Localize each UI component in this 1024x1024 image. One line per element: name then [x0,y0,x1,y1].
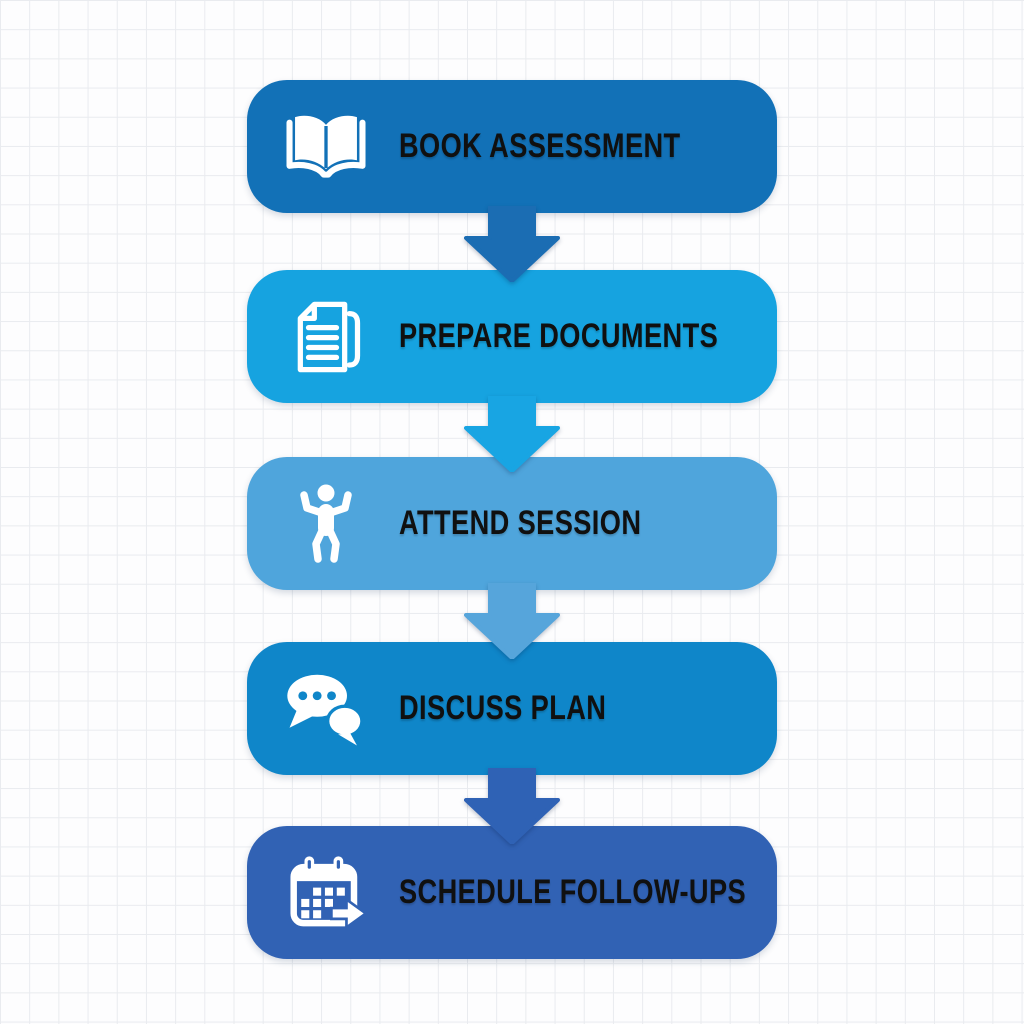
open-book-icon [281,102,371,192]
down-arrow-icon [464,583,560,659]
step-attend-session: ATTEND SESSION [247,457,777,590]
step-label: DISCUSS PLAN [399,689,607,727]
step-discuss-plan: DISCUSS PLAN [247,642,777,775]
step-label: SCHEDULE FOLLOW-UPS [399,873,747,911]
step-label: PREPARE DOCUMENTS [399,317,719,355]
down-arrow-icon [464,768,560,844]
down-arrow-icon [464,206,560,282]
step-book-assessment: BOOK ASSESSMENT [247,80,777,213]
chat-bubbles-icon [281,664,371,754]
calendar-arrow-icon [281,848,371,938]
flexing-person-icon [281,479,371,569]
documents-icon [281,292,371,382]
down-arrow-icon [464,396,560,472]
step-schedule-follow-ups: SCHEDULE FOLLOW-UPS [247,826,777,959]
step-label: ATTEND SESSION [399,504,642,542]
step-label: BOOK ASSESSMENT [399,127,681,165]
step-prepare-documents: PREPARE DOCUMENTS [247,270,777,403]
